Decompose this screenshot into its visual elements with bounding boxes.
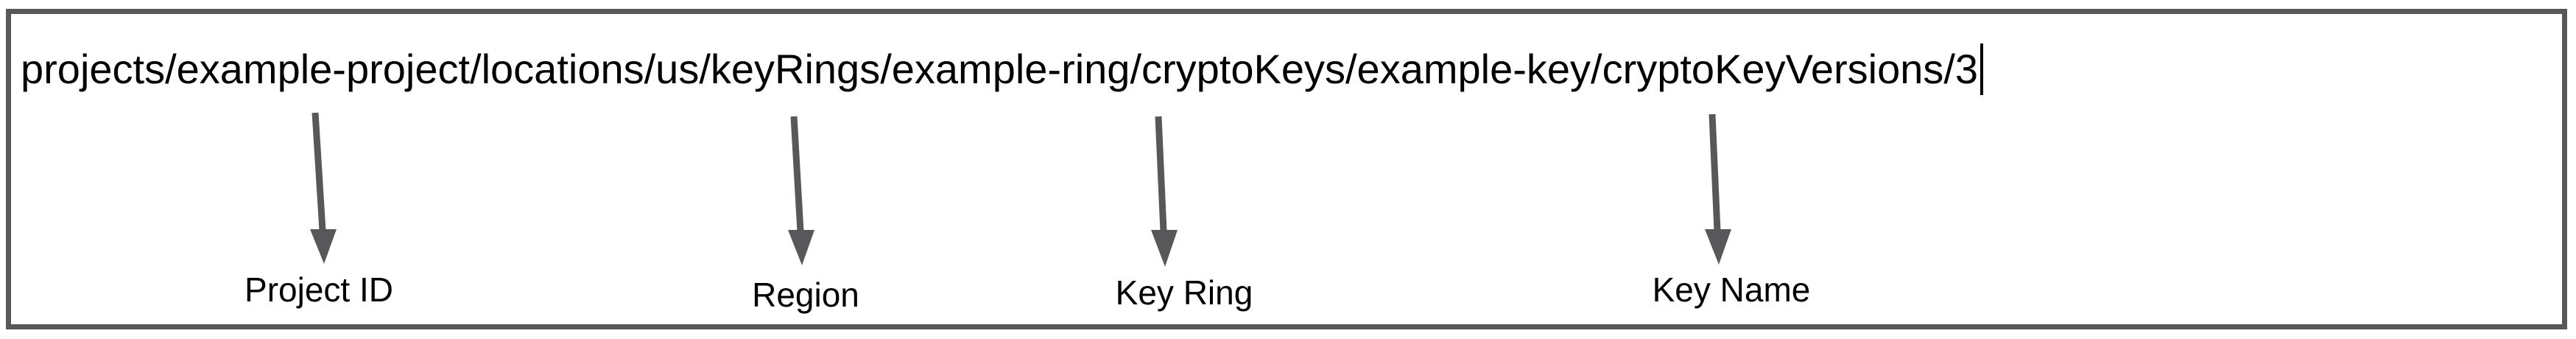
resource-path-box[interactable]	[6, 9, 2567, 329]
label-key-ring: Key Ring	[1115, 273, 1253, 312]
label-key-name: Key Name	[1652, 270, 1811, 309]
label-project-id: Project ID	[244, 270, 393, 309]
resource-path-input[interactable]: projects/example-project/locations/us/ke…	[21, 43, 1984, 96]
text-cursor-icon	[1980, 43, 1984, 95]
resource-path-text: projects/example-project/locations/us/ke…	[21, 46, 1979, 92]
label-region: Region	[752, 276, 859, 314]
